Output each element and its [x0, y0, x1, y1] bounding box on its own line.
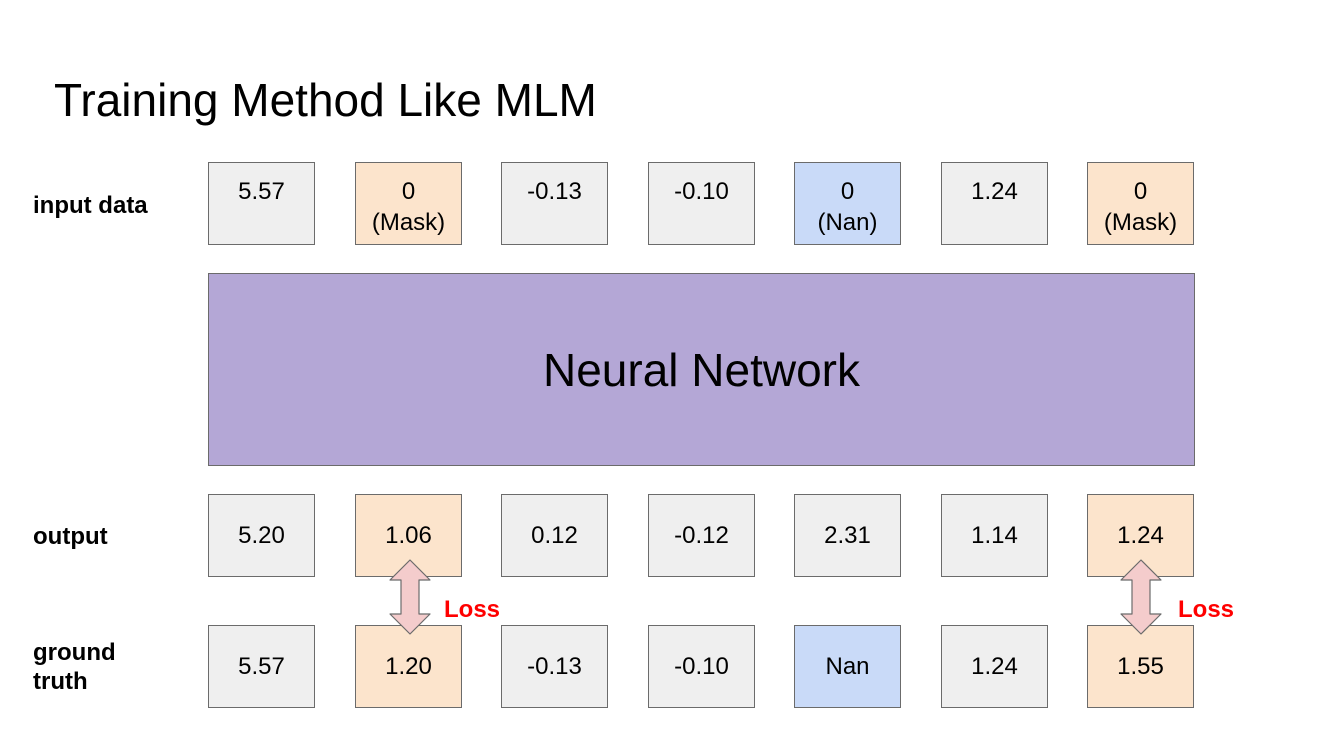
output-cell-1: 5.20 [208, 494, 315, 577]
input-cell-4: -0.10 [648, 162, 755, 245]
loss-arrow-right-icon [1120, 559, 1162, 635]
output-cell-2-value: 1.06 [385, 522, 432, 549]
output-cell-4-value: -0.12 [674, 522, 729, 549]
input-cell-6: 1.24 [941, 162, 1048, 245]
input-cell-1-value: 5.57 [238, 178, 285, 205]
truth-cell-6: 1.24 [941, 625, 1048, 708]
row-label-input: input data [33, 192, 148, 219]
output-cell-5-value: 2.31 [824, 522, 871, 549]
input-cell-5: 0 (Nan) [794, 162, 901, 245]
loss-label-right: Loss [1178, 596, 1235, 623]
output-cell-4: -0.12 [648, 494, 755, 577]
truth-cell-4-value: -0.10 [674, 653, 729, 680]
output-cell-3-value: 0.12 [531, 522, 578, 549]
truth-cell-6-value: 1.24 [971, 653, 1018, 680]
loss-arrow-left-icon [389, 559, 431, 635]
input-cell-3: -0.13 [501, 162, 608, 245]
input-cell-2: 0 (Mask) [355, 162, 462, 245]
truth-cell-1: 5.57 [208, 625, 315, 708]
row-label-ground-truth: ground truth [33, 639, 116, 695]
row-label-output: output [33, 523, 108, 550]
truth-cell-3: -0.13 [501, 625, 608, 708]
loss-label-left: Loss [444, 596, 501, 623]
output-cell-6: 1.14 [941, 494, 1048, 577]
output-cell-6-value: 1.14 [971, 522, 1018, 549]
input-cell-7: 0 (Mask) [1087, 162, 1194, 245]
input-cell-2-value: 0 (Mask) [371, 178, 446, 236]
input-cell-3-value: -0.13 [527, 178, 582, 205]
input-cell-6-value: 1.24 [971, 178, 1018, 205]
input-cell-4-value: -0.10 [674, 178, 729, 205]
truth-cell-4: -0.10 [648, 625, 755, 708]
truth-cell-1-value: 5.57 [238, 653, 285, 680]
output-cell-1-value: 5.20 [238, 522, 285, 549]
truth-cell-5: Nan [794, 625, 901, 708]
truth-cell-2: 1.20 [355, 625, 462, 708]
neural-network-label: Neural Network [543, 343, 860, 396]
diagram-title: Training Method Like MLM [54, 74, 597, 126]
output-cell-3: 0.12 [501, 494, 608, 577]
output-cell-7-value: 1.24 [1117, 522, 1164, 549]
truth-cell-7: 1.55 [1087, 625, 1194, 708]
input-cell-5-value: 0 (Nan) [817, 178, 878, 236]
neural-network-block: Neural Network [208, 273, 1195, 466]
output-cell-5: 2.31 [794, 494, 901, 577]
input-cell-1: 5.57 [208, 162, 315, 245]
truth-cell-7-value: 1.55 [1117, 653, 1164, 680]
truth-cell-2-value: 1.20 [385, 653, 432, 680]
input-cell-7-value: 0 (Mask) [1103, 178, 1178, 236]
truth-cell-3-value: -0.13 [527, 653, 582, 680]
truth-cell-5-value: Nan [825, 653, 870, 680]
